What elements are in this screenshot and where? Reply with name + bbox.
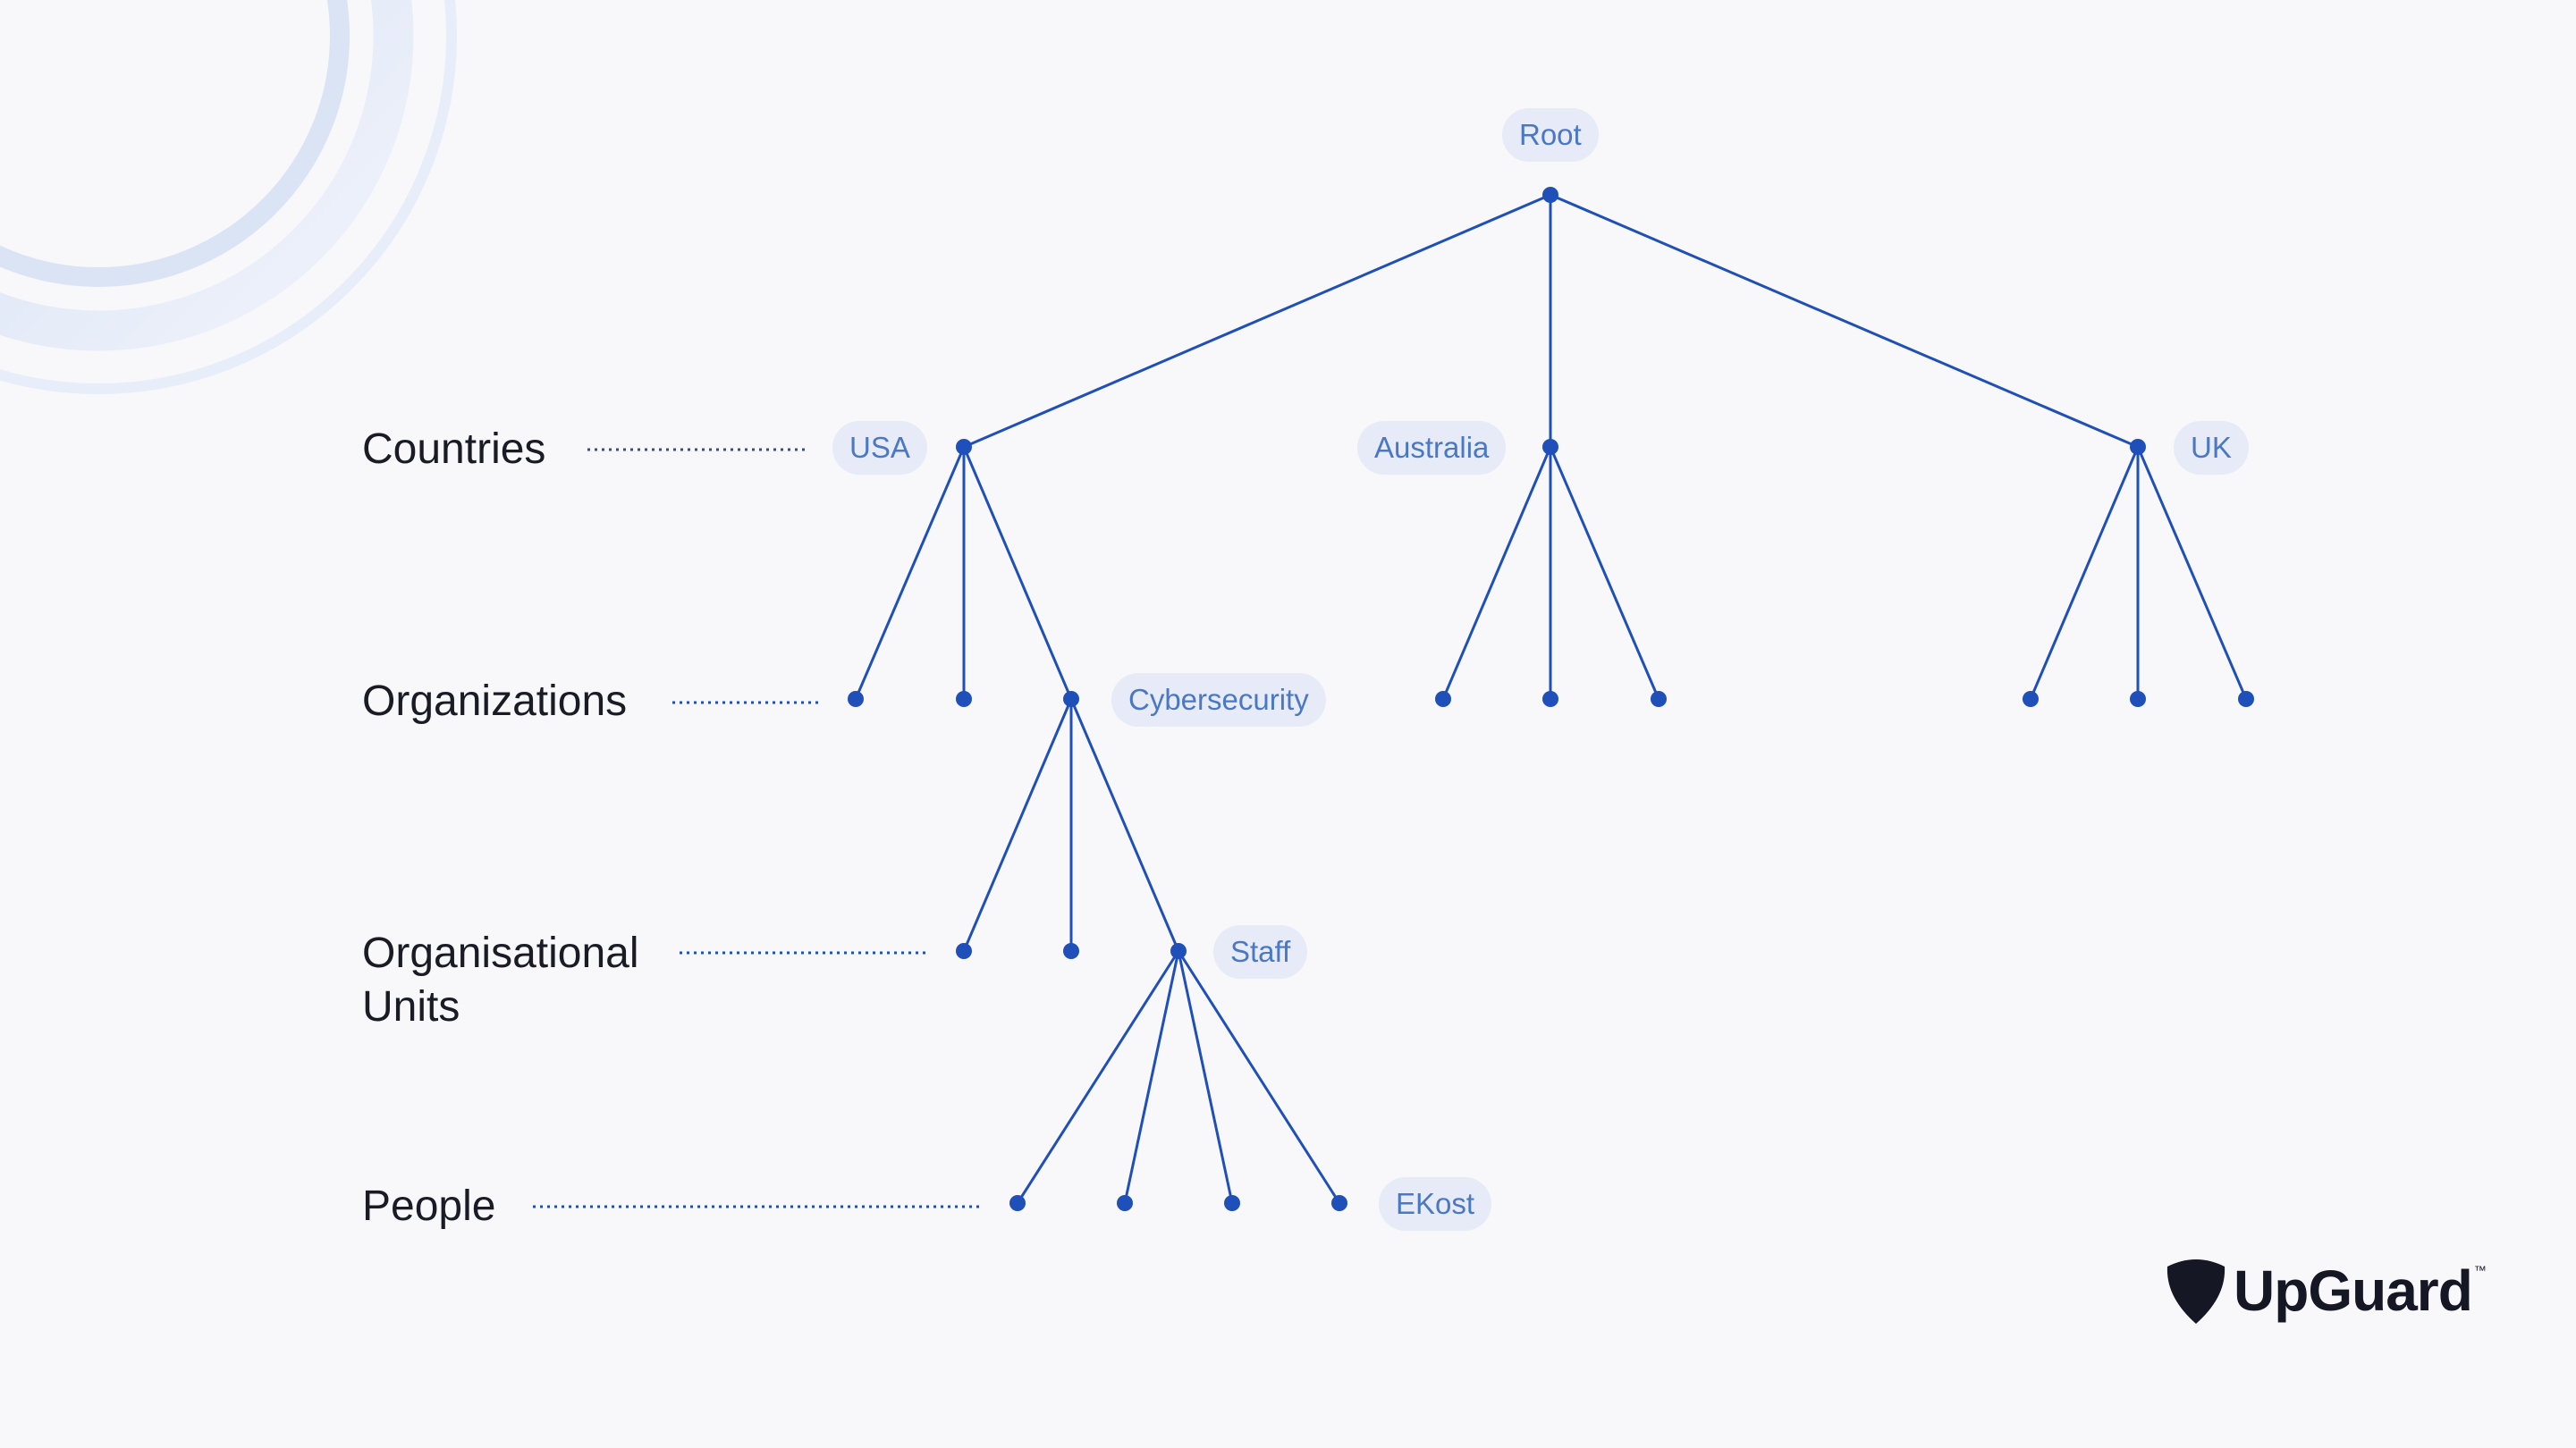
tree-node-o7 bbox=[2023, 691, 2039, 707]
decorative-rings bbox=[0, 0, 457, 394]
tree-node-u2 bbox=[1063, 943, 1079, 959]
brand-trademark: ™ bbox=[2473, 1263, 2487, 1277]
tree-node-aus bbox=[1542, 439, 1558, 455]
tree-node-o2 bbox=[956, 691, 972, 707]
tree-edge-cyber-u1 bbox=[962, 698, 1073, 952]
shield-pick-icon bbox=[2166, 1259, 2225, 1324]
tree-node-root bbox=[1542, 187, 1558, 203]
node-label-ekost: EKost bbox=[1379, 1177, 1492, 1231]
tree-edge-staff-p4 bbox=[1177, 950, 1341, 1204]
tree-edge-aus-o4 bbox=[1441, 446, 1552, 700]
tree-edge-uk-o9 bbox=[2136, 446, 2248, 700]
node-label-uk: UK bbox=[2174, 421, 2249, 475]
upguard-logo: UpGuard ™ bbox=[2164, 1256, 2487, 1326]
tree-edge-usa-o1 bbox=[854, 446, 966, 700]
brand-name: UpGuard bbox=[2234, 1259, 2473, 1323]
tree-node-o6 bbox=[1651, 691, 1667, 707]
tree-edge-staff-p3 bbox=[1177, 950, 1234, 1204]
tree-node-uk bbox=[2130, 439, 2146, 455]
tree-node-usa bbox=[956, 439, 972, 455]
tree-node-o9 bbox=[2238, 691, 2254, 707]
tree-edge-root-usa bbox=[963, 193, 1551, 449]
node-label-cybersecurity: Cybersecurity bbox=[1111, 673, 1326, 727]
node-label-root: Root bbox=[1502, 108, 1599, 162]
node-label-staff: Staff bbox=[1213, 925, 1308, 979]
tree-node-staff bbox=[1170, 943, 1187, 959]
tree-edge-root-uk bbox=[1550, 193, 2139, 449]
node-label-australia: Australia bbox=[1357, 421, 1507, 475]
tree-edge-uk-o7 bbox=[2029, 446, 2140, 700]
level-label-organizations: Organizations bbox=[362, 678, 628, 725]
tree-node-cyber bbox=[1063, 691, 1079, 707]
level-label-people: People bbox=[362, 1183, 496, 1230]
tree-node-o1 bbox=[848, 691, 864, 707]
tree-edge-staff-p1 bbox=[1016, 950, 1180, 1204]
tree-node-p2 bbox=[1117, 1195, 1133, 1211]
tree-node-p1 bbox=[1009, 1195, 1026, 1211]
tree-node-o4 bbox=[1435, 691, 1451, 707]
tree-edge-aus-o6 bbox=[1549, 446, 1660, 700]
tree-edge-cyber-staff bbox=[1069, 698, 1180, 952]
level-label-countries: Countries bbox=[362, 425, 546, 473]
level-label-organisational-units: Organisational Units bbox=[362, 930, 639, 1031]
tree-edge-usa-cyber bbox=[962, 446, 1073, 700]
tree-node-p3 bbox=[1224, 1195, 1240, 1211]
tree-edge-staff-p2 bbox=[1123, 950, 1180, 1204]
tree-node-o5 bbox=[1542, 691, 1558, 707]
node-label-usa: USA bbox=[832, 421, 927, 475]
tree-node-o8 bbox=[2130, 691, 2146, 707]
tree-node-u1 bbox=[956, 943, 972, 959]
tree-node-p4 bbox=[1331, 1195, 1347, 1211]
